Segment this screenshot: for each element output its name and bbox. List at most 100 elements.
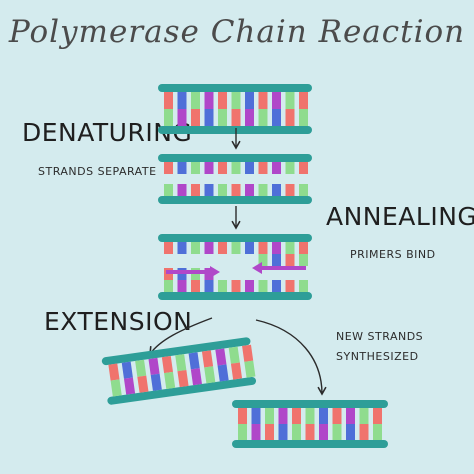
base-pair bbox=[272, 242, 281, 254]
stage-label-annealing: ANNEALING bbox=[326, 202, 474, 231]
base-pair bbox=[258, 254, 268, 266]
base-pair bbox=[164, 371, 176, 389]
base-pair bbox=[245, 109, 254, 126]
base-pair bbox=[204, 242, 214, 254]
base-pair bbox=[164, 280, 173, 292]
base-pair bbox=[161, 356, 173, 374]
dna-new-strand-right bbox=[232, 400, 388, 448]
dna-separated-strands bbox=[158, 154, 312, 204]
dna-double-strand-initial bbox=[158, 84, 312, 134]
base-pair bbox=[299, 280, 308, 292]
stage-label-extension: EXTENSION bbox=[44, 307, 193, 336]
base-pair bbox=[231, 280, 241, 292]
base-pair bbox=[175, 354, 187, 372]
base-pair bbox=[346, 424, 355, 440]
base-pair bbox=[218, 162, 227, 174]
base-pair bbox=[258, 184, 268, 196]
base-pair bbox=[191, 109, 200, 126]
base-pair bbox=[204, 92, 214, 109]
base-pair bbox=[177, 184, 187, 196]
base-pair bbox=[272, 280, 281, 292]
base-pair bbox=[299, 109, 308, 126]
primer-arrow-icon bbox=[252, 262, 262, 274]
base-pair bbox=[245, 280, 254, 292]
dna-new-strand-left bbox=[101, 337, 257, 405]
base-pair bbox=[299, 242, 308, 254]
base-pair bbox=[177, 369, 189, 388]
base-pair bbox=[204, 184, 214, 196]
base-pair bbox=[285, 109, 295, 126]
primer-arrow-icon bbox=[210, 266, 220, 278]
base-pair bbox=[231, 184, 241, 196]
base-pair bbox=[244, 360, 256, 378]
base-pair bbox=[305, 408, 315, 424]
base-pair bbox=[177, 109, 187, 126]
curved-arrow-right-icon bbox=[255, 319, 327, 396]
base-pair bbox=[204, 280, 214, 292]
base-pair bbox=[285, 162, 295, 174]
base-pair bbox=[150, 373, 162, 391]
base-pair bbox=[319, 424, 328, 440]
base-pair bbox=[299, 184, 308, 196]
base-pair bbox=[218, 184, 227, 196]
base-pair bbox=[191, 92, 200, 109]
base-pair bbox=[137, 375, 149, 393]
base-pair bbox=[218, 92, 227, 109]
base-pair bbox=[285, 254, 295, 266]
base-pair bbox=[218, 109, 227, 126]
base-pair bbox=[231, 92, 241, 109]
base-pair bbox=[359, 424, 369, 440]
diagram-title: Polymerase Chain Reaction bbox=[8, 14, 466, 50]
base-pair bbox=[292, 424, 301, 440]
base-pair bbox=[230, 362, 243, 380]
base-pair bbox=[319, 408, 328, 424]
curved-arrow-left-icon bbox=[149, 317, 213, 356]
base-pair bbox=[245, 92, 254, 109]
base-pair bbox=[278, 424, 288, 440]
base-pair bbox=[265, 408, 274, 424]
base-pair bbox=[217, 364, 229, 382]
base-pair bbox=[285, 280, 295, 292]
base-pair bbox=[164, 109, 173, 126]
base-pair bbox=[191, 184, 200, 196]
base-pair bbox=[218, 242, 227, 254]
caption-synthesized: SYNTHESIZED bbox=[336, 350, 419, 363]
base-pair bbox=[258, 242, 268, 254]
base-pair bbox=[373, 424, 382, 440]
base-pair bbox=[238, 408, 247, 424]
base-pair bbox=[258, 109, 268, 126]
base-pair bbox=[285, 92, 295, 109]
base-pair bbox=[265, 424, 274, 440]
base-pair bbox=[177, 280, 187, 292]
base-pair bbox=[135, 359, 147, 377]
base-pair bbox=[285, 184, 295, 196]
base-pair bbox=[272, 254, 281, 266]
base-pair bbox=[292, 408, 301, 424]
base-pair bbox=[251, 408, 261, 424]
base-pair bbox=[123, 377, 136, 395]
base-pair bbox=[228, 346, 240, 364]
base-pair bbox=[238, 424, 247, 440]
base-pair bbox=[204, 162, 214, 174]
base-pair bbox=[373, 408, 382, 424]
base-pair bbox=[285, 242, 295, 254]
base-pair bbox=[242, 344, 254, 362]
base-pair bbox=[190, 368, 202, 386]
base-pair bbox=[245, 184, 254, 196]
base-pair bbox=[299, 254, 308, 266]
base-pair bbox=[215, 348, 227, 366]
base-pair bbox=[164, 242, 173, 254]
base-pair bbox=[164, 162, 173, 174]
base-pair bbox=[110, 379, 122, 397]
base-pair bbox=[191, 242, 200, 254]
base-pair bbox=[258, 162, 268, 174]
base-pair bbox=[191, 162, 200, 174]
base-pair bbox=[272, 109, 281, 126]
base-pair bbox=[204, 109, 214, 126]
dna-primers-annealed bbox=[158, 234, 312, 300]
base-pair bbox=[359, 408, 369, 424]
caption-new-strands: NEW STRANDS bbox=[336, 330, 424, 343]
base-pair bbox=[177, 92, 187, 109]
base-pair bbox=[231, 109, 241, 126]
caption-primers-bind: PRIMERS BIND bbox=[350, 248, 436, 261]
